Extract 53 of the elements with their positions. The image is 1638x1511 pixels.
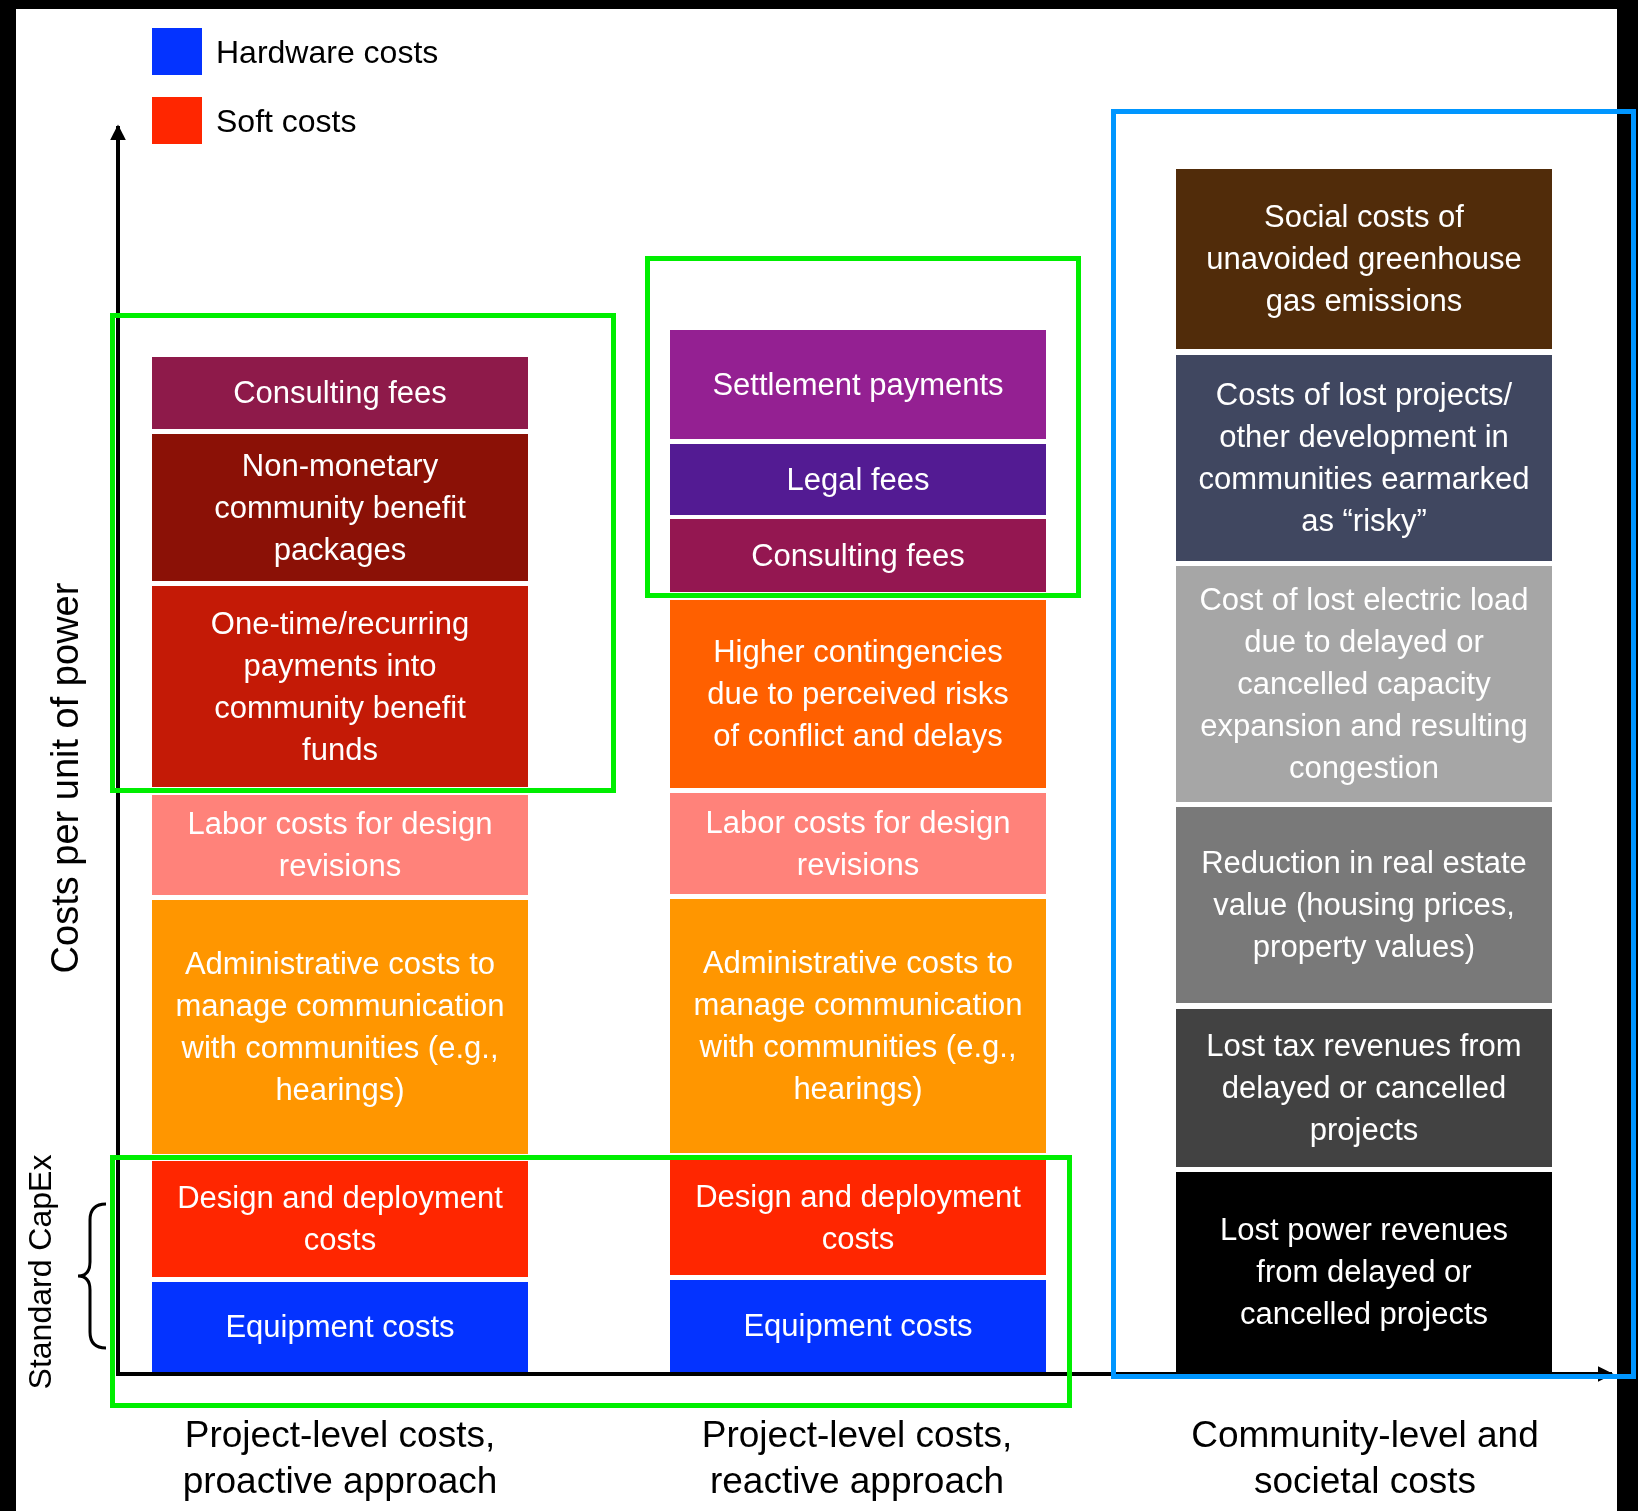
block-label: Administrative costs to manage communication with communities (e.g., hearings) xyxy=(692,944,1024,1108)
cost-block xyxy=(152,900,528,1154)
group-outline xyxy=(110,1155,1072,1408)
group-outline xyxy=(1111,109,1636,1379)
block-label: Higher contingencies due to perceived risks of conflict and delays xyxy=(706,633,1010,755)
block-label: Legal fees xyxy=(786,460,930,499)
axis-title: Costs per unit of power xyxy=(46,582,84,974)
block-label: Cost of lost electric load due to delayed or cancelled capacity expansion and resulting congestion xyxy=(1198,581,1530,787)
cost-block xyxy=(152,1282,528,1372)
cost-block xyxy=(670,1280,1046,1372)
cost-block xyxy=(670,444,1046,515)
block-label: Settlement payments xyxy=(712,365,1004,404)
cost-block xyxy=(1176,355,1552,561)
bracket-label: Standard CapEx xyxy=(24,1154,56,1390)
block-label: Equipment costs xyxy=(743,1307,973,1345)
block-label: Consulting fees xyxy=(751,536,965,575)
cost-block xyxy=(670,899,1046,1153)
cost-block xyxy=(152,357,528,429)
block-label: Social costs of unavoided greenhouse gas emissions xyxy=(1205,198,1523,320)
group-outline xyxy=(645,256,1081,598)
cost-block xyxy=(152,434,528,581)
column-caption: Community-level and societal costs xyxy=(1190,1413,1540,1503)
block-label: Non-monetary community benefit packages xyxy=(213,446,467,569)
cost-block xyxy=(1176,169,1552,349)
block-label: Design and deployment costs xyxy=(694,1177,1022,1258)
cost-block xyxy=(1176,1009,1552,1167)
cost-block xyxy=(670,1160,1046,1275)
block-label: Reduction in real estate value (housing prices, property values) xyxy=(1200,844,1528,966)
block-label: Costs of lost projects/ other development in communities earmarked as “risky” xyxy=(1198,376,1530,540)
block-label: One-time/recurring payments into community benefit funds xyxy=(209,604,471,769)
block-label: Lost tax revenues from delayed or cancelled projects xyxy=(1205,1027,1523,1149)
group-outline xyxy=(110,313,616,793)
block-label: Consulting fees xyxy=(233,374,447,412)
cost-block xyxy=(152,1161,528,1277)
block-label: Design and deployment costs xyxy=(176,1179,504,1259)
cost-block xyxy=(1176,566,1552,802)
cost-block xyxy=(670,600,1046,788)
column-caption: Project-level costs, reactive approach xyxy=(700,1413,1014,1503)
legend-label: Hardware costs xyxy=(216,34,439,70)
cost-block xyxy=(1176,1172,1552,1372)
cost-block xyxy=(670,330,1046,439)
block-label: Labor costs for design revisions xyxy=(704,803,1012,884)
block-label: Equipment costs xyxy=(225,1308,455,1346)
block-label: Administrative costs to manage communication with communities (e.g., hearings) xyxy=(174,945,506,1109)
cost-block xyxy=(1176,807,1552,1003)
column-caption: Project-level costs, proactive approach xyxy=(181,1413,499,1503)
cost-block xyxy=(670,519,1046,592)
cost-block xyxy=(670,793,1046,894)
cost-block xyxy=(152,586,528,787)
legend-label: Soft costs xyxy=(216,103,357,139)
block-label: Lost power revenues from delayed or cancelled projects xyxy=(1219,1211,1509,1333)
cost-block xyxy=(152,795,528,895)
block-label: Labor costs for design revisions xyxy=(186,805,494,885)
